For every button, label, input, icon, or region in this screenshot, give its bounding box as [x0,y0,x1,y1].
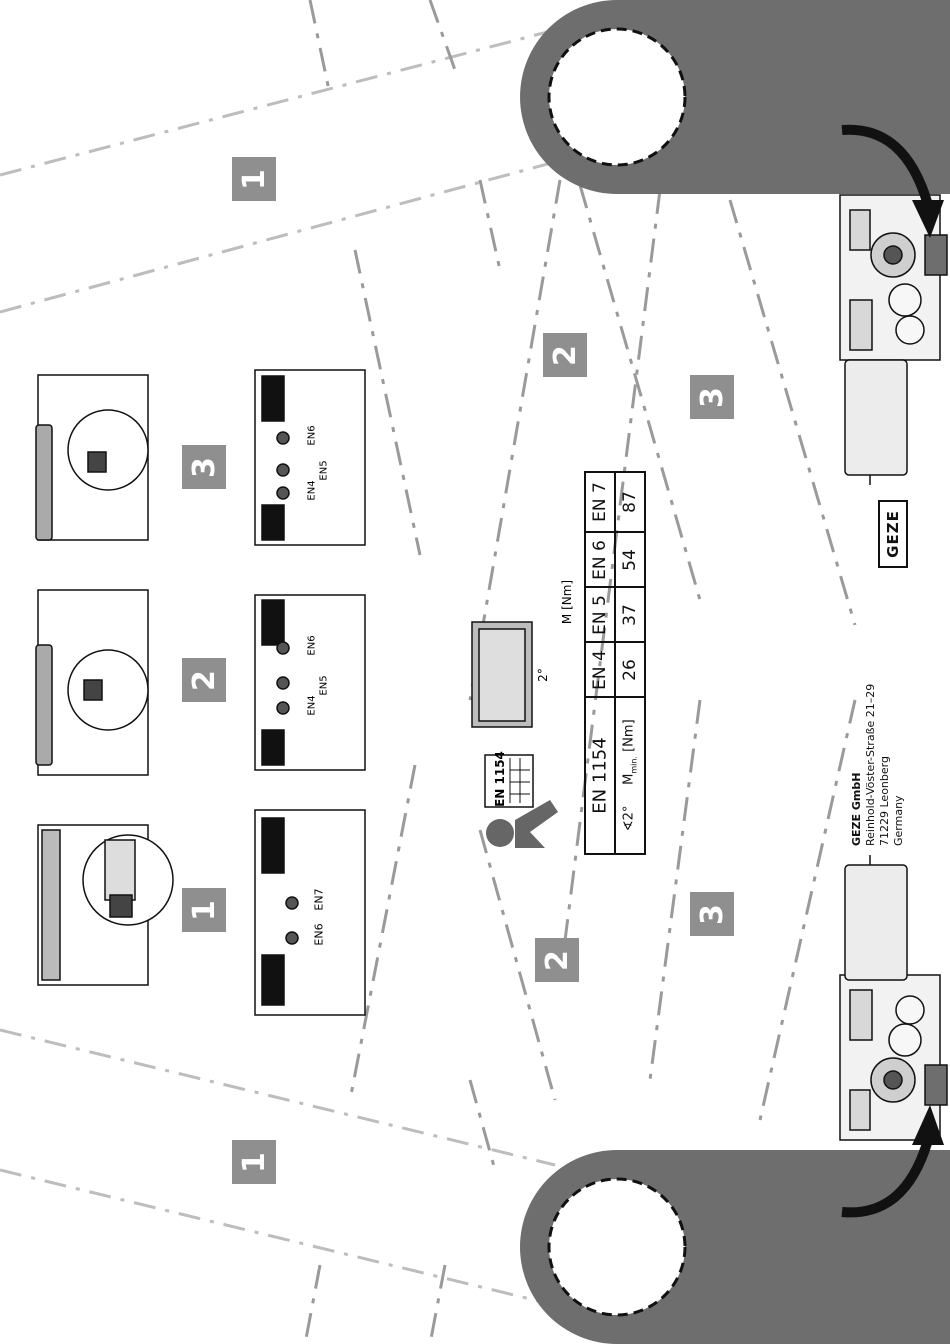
zone-badge-top-mid: 2 [543,333,587,377]
zone-badge-bottom-left-label: 1 [237,1152,272,1173]
company-city: 71229 Leonberg [878,756,891,846]
bottom-arm-band [520,1150,950,1344]
step-3-label-en4: EN4 [307,480,318,500]
table-col-en7-label: EN 7 [590,482,610,522]
table-value-en7: 87 [615,472,645,532]
table-value-en4-label: 26 [620,659,640,681]
table-row-label: M [622,774,637,785]
table-value-en5-label: 37 [620,604,640,626]
zone-badge-top-left-label: 1 [237,169,272,190]
company-address-rotated: GEZE GmbH Reinhold-Vöster-Straße 21–29 7… [850,676,906,846]
table-col-en5-label: EN 5 [590,595,610,635]
table-col-en5: EN 5 [585,587,615,642]
door-closer-top [840,195,947,485]
company-address: GEZE GmbH Reinhold-Vöster-Straße 21–29 7… [850,676,940,846]
top-arm-band [520,0,950,194]
company-street: Reinhold-Vöster-Straße 21–29 [864,684,877,846]
door-closer-bottom [840,855,947,1140]
zone-badge-top-right: 3 [690,375,734,419]
table-col-en4: EN 4 [585,642,615,697]
step-3-label-en6: EN6 [307,425,318,445]
step-1-label-en6: EN6 [313,923,326,945]
step-2-label-en4: EN4 [307,695,318,715]
step-2-badge: 2 [182,658,226,702]
step-2-label-en6: EN6 [307,635,318,655]
step-2-badge-label: 2 [187,670,222,691]
door-sketch [472,622,532,727]
company-logo-text: GEZE [884,510,902,558]
step-1-badge-label: 1 [187,900,222,921]
step-3-badge: 3 [182,445,226,489]
table-standard-label: EN 1154 [590,737,611,813]
table-col-en7: EN 7 [585,472,615,532]
step-1-door-sketch [38,825,173,985]
table-col-en6: EN 6 [585,532,615,587]
company-name: GEZE GmbH [850,773,863,846]
table-col-en4-label: EN 4 [590,650,610,690]
step-2-label-en5: EN5 [319,675,330,695]
table-row-label-sub: min. [629,756,638,774]
zone-badge-top-left: 1 [232,157,276,201]
zone-badge-top-right-label: 3 [695,387,730,408]
zone-badge-bottom-left: 1 [232,1140,276,1184]
table-value-en6: 54 [615,532,645,587]
step-scales [255,370,365,1015]
step-1-label-en7: EN7 [313,888,326,910]
zone-badge-bottom-mid-label: 2 [540,950,575,971]
zone-badge-bottom-mid: 2 [535,938,579,982]
company-logo: GEZE [878,500,908,568]
table-row-label-group: ∢2° Mmin. [Nm] [622,720,639,832]
step-1-badge: 1 [182,888,226,932]
table-row-label-cell: ∢2° Mmin. [Nm] [615,697,645,854]
step-3-door-sketch [36,375,148,540]
table-value-en5: 37 [615,587,645,642]
door-angle-label: 2° [536,668,550,682]
standard-sheet-label: EN 1154 [493,751,507,807]
step-3-label-en5: EN5 [319,460,330,480]
table-col-en6-label: EN 6 [590,540,610,580]
table-value-en4: 26 [615,642,645,697]
step-3-badge-label: 3 [187,457,222,478]
table-angle-label: 2° [622,806,637,821]
company-country: Germany [892,795,905,846]
table-value-en7-label: 87 [620,491,640,513]
table-angle-icon: ∢ [622,821,637,832]
step-2-door-sketch [36,590,148,775]
zone-badge-bottom-right: 3 [690,892,734,936]
door-moment-label: M [Nm] [560,580,574,624]
table-standard-cell: EN 1154 [585,697,615,854]
zone-badge-bottom-right-label: 3 [695,904,730,925]
zone-badge-top-mid-label: 2 [548,345,583,366]
table-row-unit: [Nm] [622,720,637,753]
table-value-en6-label: 54 [620,549,640,571]
